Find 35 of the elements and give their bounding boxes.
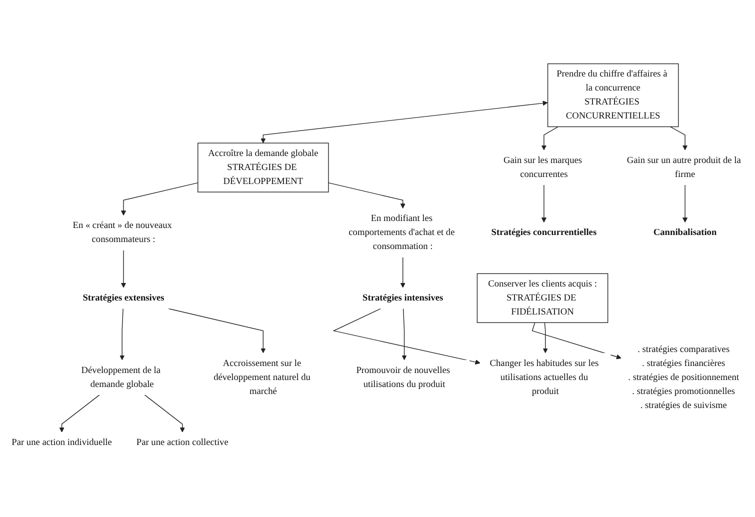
node-text: Promouvoir de nouvelles utilisations du produit [356, 365, 450, 390]
arrow [402, 308, 407, 360]
node-text: Par une action individuelle [12, 437, 112, 448]
node-text: Cannibalisation [653, 228, 717, 238]
arrow [328, 182, 406, 209]
node-text: Gain sur les marques concurrentes [504, 155, 582, 180]
arrow [120, 250, 126, 288]
arrow [670, 126, 688, 150]
arrow [120, 308, 125, 360]
arrow [168, 308, 266, 354]
node-text: Stratégies concurrentielles [491, 228, 597, 238]
arrow [541, 184, 546, 223]
arrow [332, 308, 480, 365]
node-text: Changer les habitudes sur les utilisations actuelles du produit [490, 358, 599, 396]
node-text: Accroissement sur le développement naturel du marché [214, 358, 310, 396]
arrow [144, 394, 185, 432]
arrow [542, 322, 548, 354]
node-text: . stratégies comparatives . stratégies financières . stratégies de positionnement . stratégies promotionnelles . stratégies de suivisme [628, 344, 740, 410]
arrow [682, 184, 688, 223]
node-text: En modifiant les comportements d'achat et de consommation : [348, 214, 455, 252]
node-text: En « créant » de nouveaux consommateurs : [72, 220, 172, 245]
node-text: Développement de la demande globale [81, 365, 161, 390]
node-box: Accroître la demande globale STRATÉGIES DE DÉVELOPPEMENT [198, 142, 329, 192]
node-box: Prendre du chiffre d'affaires à la concurrence STRATÉGIES CONCURRENTIELLES [547, 63, 679, 128]
node-text: Stratégies extensives [82, 292, 164, 303]
arrow [120, 182, 198, 216]
arrow [260, 100, 548, 144]
arrow [541, 126, 559, 150]
node-box: Conserver les clients acquis : STRATÉGIES DE FIDÉLISATION [476, 273, 608, 323]
node-text: Par une action collective [136, 437, 228, 448]
node-text: Gain sur un autre produit de la firme [626, 155, 741, 180]
arrow [532, 322, 622, 360]
arrow [59, 394, 100, 432]
node-text: Stratégies intensives [362, 292, 444, 303]
arrow [400, 256, 406, 288]
